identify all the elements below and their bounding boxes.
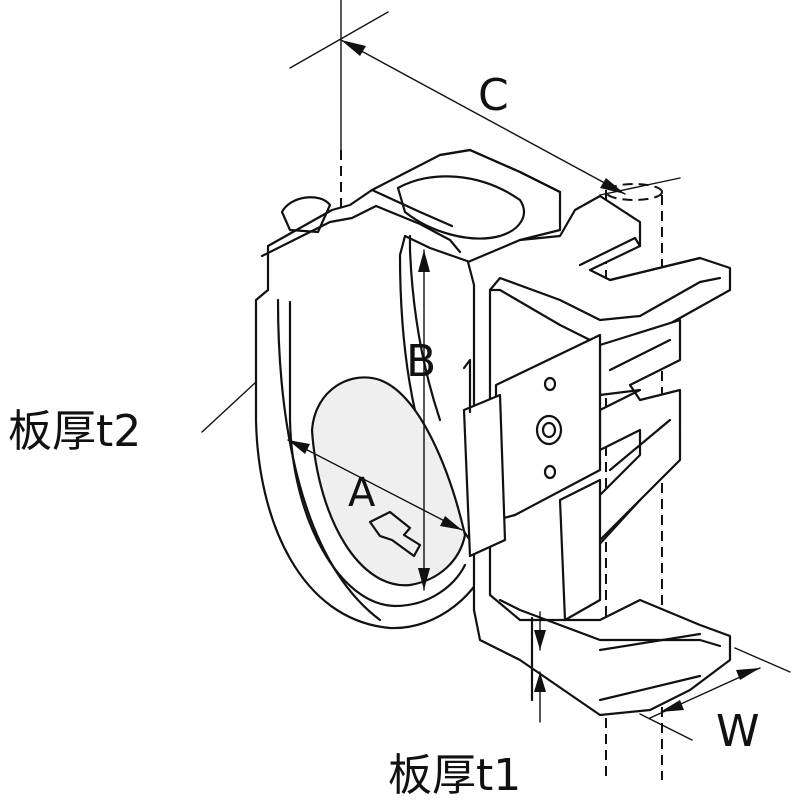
dimension-b — [418, 249, 430, 591]
label-thickness-t1: 板厚t1 — [388, 750, 521, 800]
dimension-c — [289, 11, 681, 196]
label-dim-b: B — [406, 336, 436, 387]
label-dim-c: C — [478, 70, 509, 121]
dimension-a — [287, 439, 463, 531]
label-dim-a: A — [348, 470, 376, 516]
label-thickness-t2: 板厚t2 — [8, 406, 141, 457]
dimension-w — [639, 647, 791, 741]
u-clamp — [254, 148, 562, 630]
mounting-bracket — [462, 194, 732, 717]
label-dim-w: W — [716, 706, 760, 757]
t1-leader — [534, 611, 546, 723]
t2-leader — [201, 381, 257, 433]
